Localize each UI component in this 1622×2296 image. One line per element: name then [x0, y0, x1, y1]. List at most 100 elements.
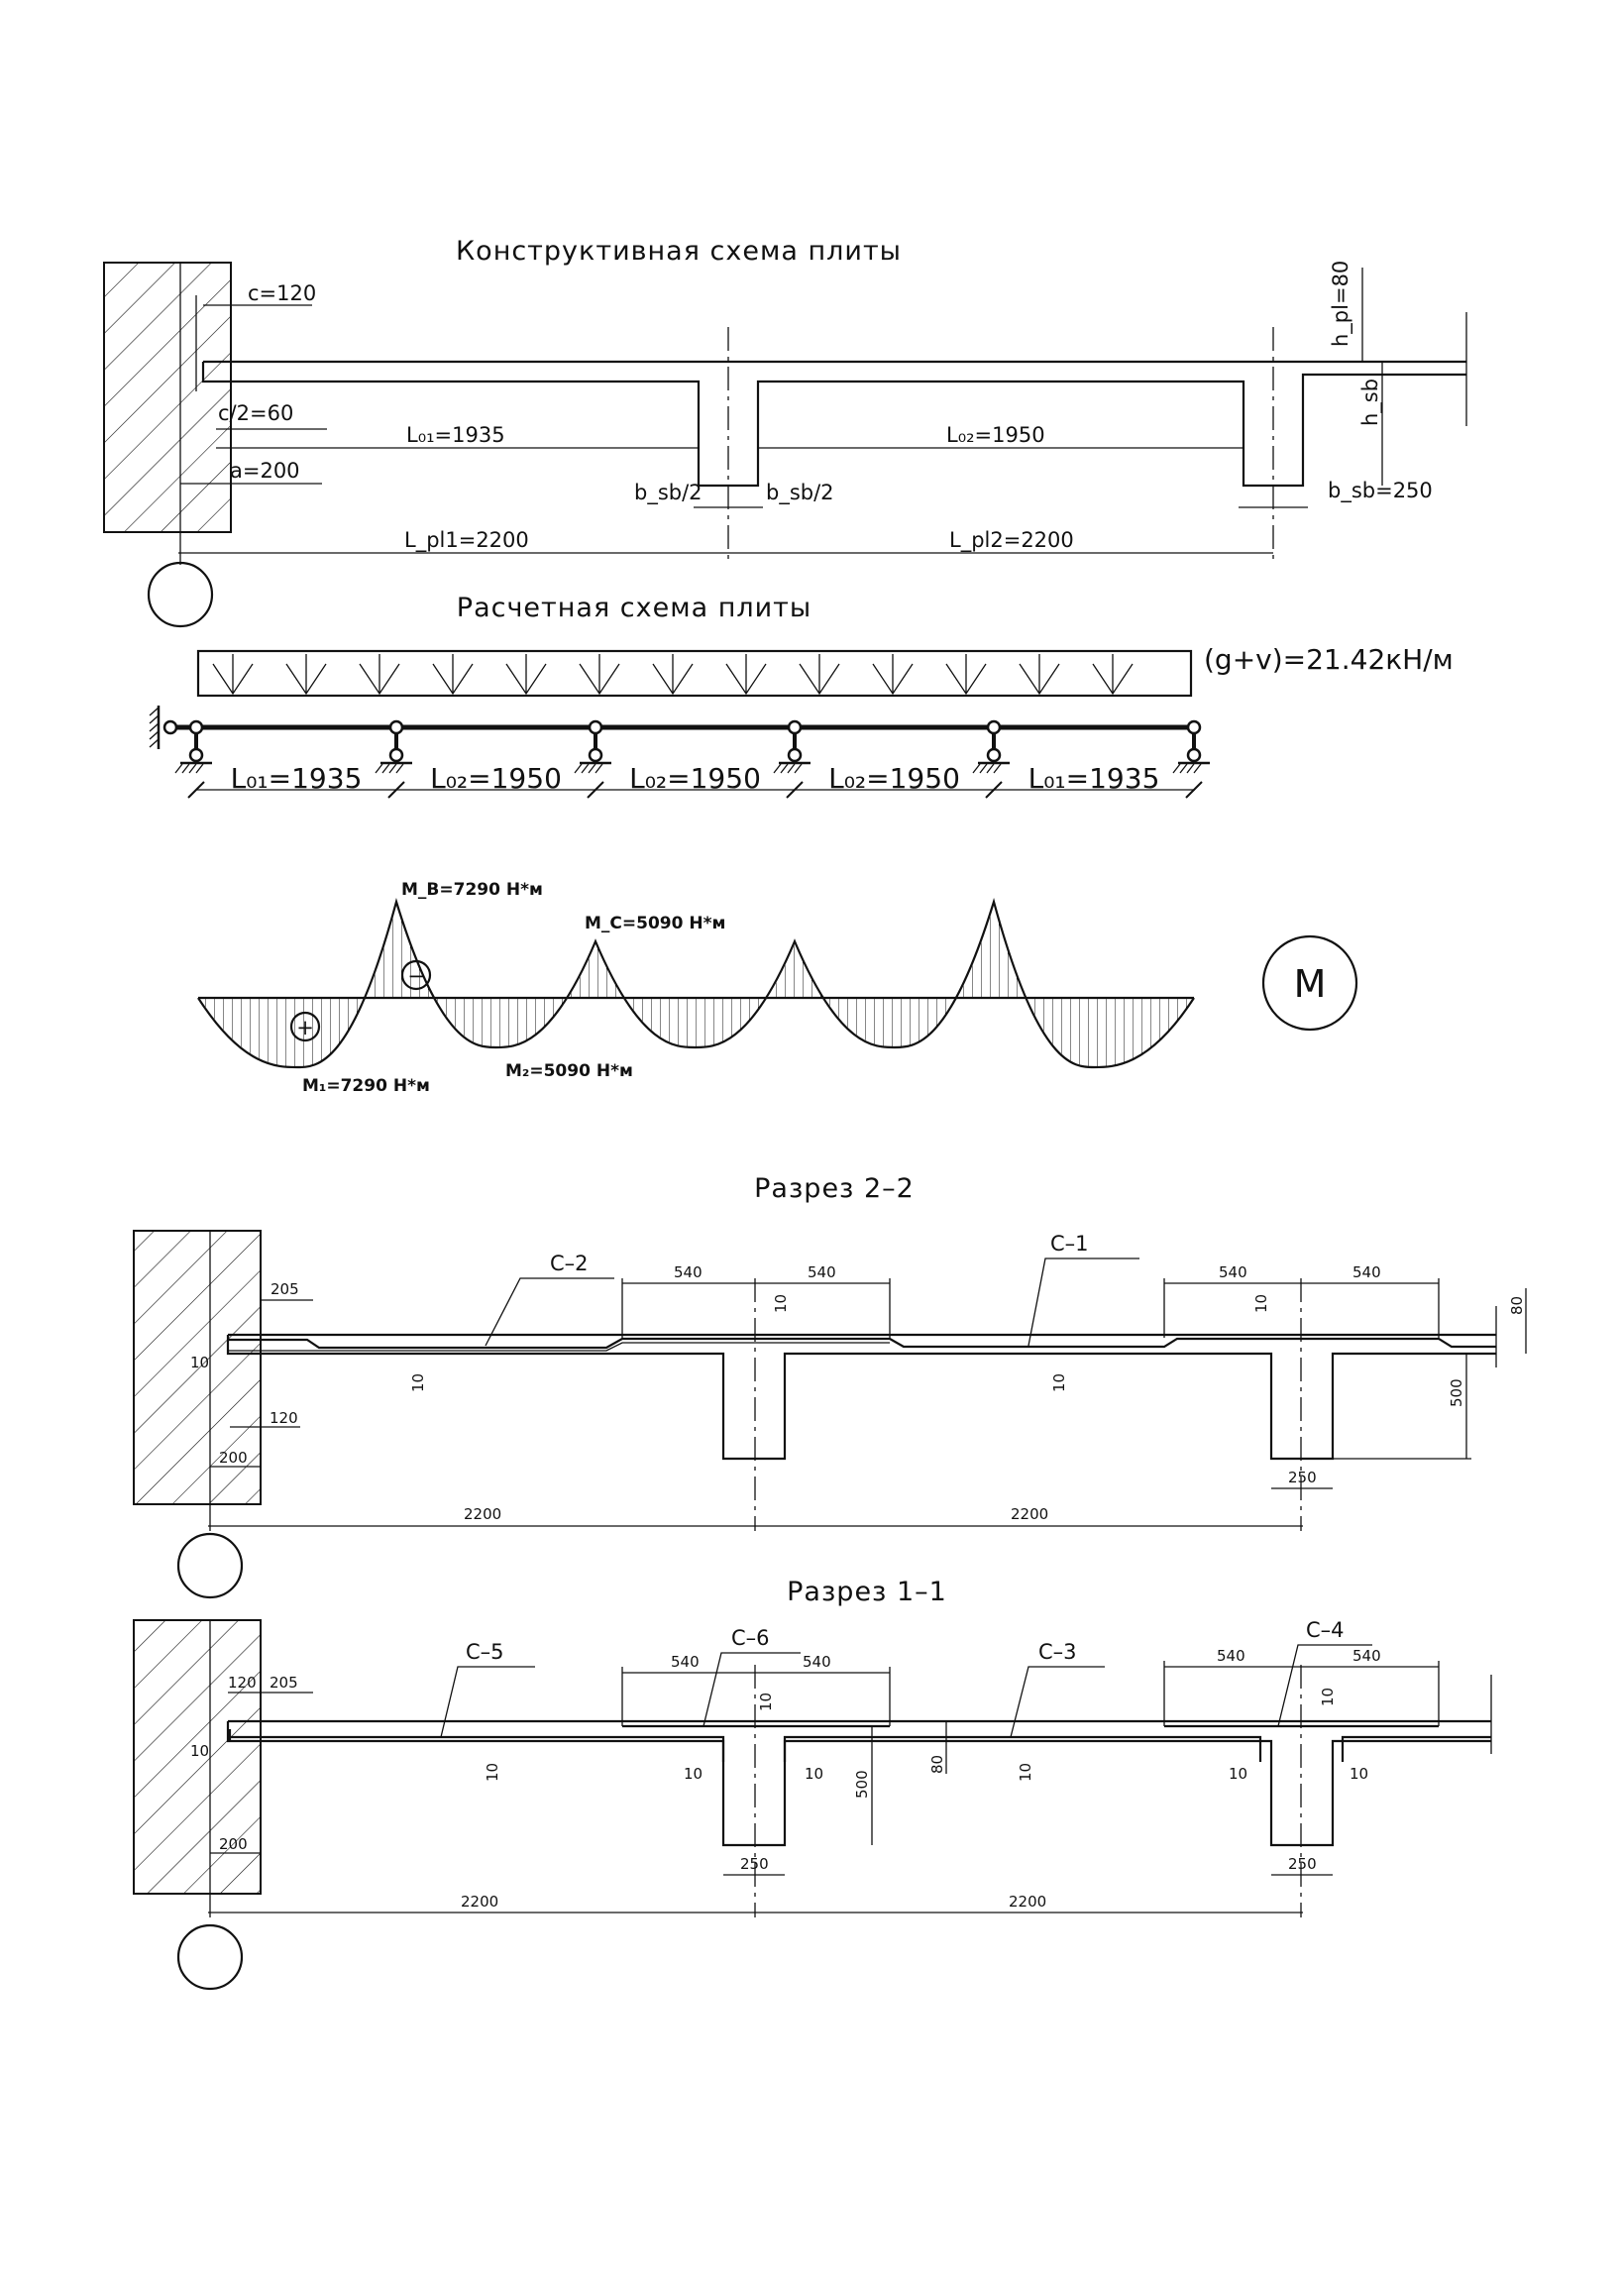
dim-80-label: 80: [928, 1755, 946, 1774]
support-hatch: [787, 763, 796, 774]
load-arrow: [945, 654, 987, 696]
dim-10-b-rib-left-label: 10: [684, 1765, 703, 1783]
load-arrow: [799, 654, 840, 696]
support-hatch: [395, 763, 404, 774]
left-fixed-hatch: [149, 722, 160, 732]
left-fixed-hatch: [149, 738, 160, 748]
axis-bubble-a: [147, 561, 214, 628]
minus-sign-circle: [400, 959, 432, 991]
dim-hsb-label: h_sb: [1358, 379, 1383, 426]
support-hinge-top: [588, 719, 603, 735]
dim-bsb-half-right-label: b_sb/2: [766, 481, 834, 505]
dim-lpl1-label: L_pl1=2200: [404, 528, 529, 553]
load-arrow: [212, 654, 254, 696]
section-1-1-rebar-lower: [228, 1729, 1491, 1762]
structural-scheme-title: Конструктивная схема плиты: [456, 236, 902, 267]
dim-a-label: a=200: [230, 459, 300, 483]
dim-120-label: 120: [270, 1409, 298, 1427]
support-hinge-top: [188, 719, 204, 735]
section-1-1-c4-label: C–4: [1306, 1618, 1345, 1642]
dim-10-b-label: 10: [757, 1693, 775, 1711]
span-dim-tick: [1185, 781, 1203, 799]
section-1-1-leader-c4: [1277, 1644, 1372, 1727]
span-dim-tick: [985, 781, 1003, 799]
moment-symbol-circle: [1261, 934, 1358, 1032]
support-hatch: [794, 763, 803, 774]
support-hinge-top: [986, 719, 1002, 735]
section-2-2-axis-bubble: [176, 1532, 244, 1599]
dim-10-b-rib-right-label: 10: [805, 1765, 823, 1783]
support-hatch: [1193, 763, 1202, 774]
moment-symbol: M: [1294, 962, 1327, 1006]
section-1-1-leader-c5: [440, 1666, 535, 1738]
dim-540-c-right-label: 540: [1352, 1647, 1381, 1665]
slab-outline: [201, 360, 1466, 488]
dim-120-label: 120: [228, 1674, 257, 1692]
support-hinge-bottom: [388, 747, 404, 763]
dim-200-label: 200: [219, 1449, 248, 1467]
dim-c-half-label: c/2=60: [218, 401, 293, 425]
load-arrow: [359, 654, 400, 696]
support-hatch: [780, 763, 789, 774]
minus-sign: −: [407, 964, 425, 988]
support-hatch: [195, 763, 204, 774]
section-2-2-c2-label: C–2: [550, 1252, 589, 1275]
dim-10-span2-label: 10: [1017, 1763, 1034, 1782]
dim-10-left-label: 10: [190, 1354, 209, 1371]
section-1-1: Разрез 1–1 C–5 C–6 C–3 C–4 120 205 10 20…: [133, 1577, 1492, 1991]
support-hatch: [979, 763, 988, 774]
section-2-2-rebar-mesh: [228, 1337, 1496, 1350]
support-hatch: [972, 763, 981, 774]
support-hatch: [993, 763, 1002, 774]
dim-10-span1-label: 10: [484, 1763, 501, 1782]
support-hatch: [181, 763, 190, 774]
support-hinge-bottom: [787, 747, 803, 763]
moment-m2-label: M₂=5090 H*м: [505, 1061, 633, 1081]
dim-bsb-label: b_sb=250: [1328, 479, 1433, 503]
dim-250-b-label: 250: [740, 1855, 769, 1873]
load-arrow: [579, 654, 620, 696]
left-fixed-hatch: [149, 730, 160, 740]
dim-10-span1-label: 10: [409, 1373, 427, 1392]
dim-540-b-left-label: 540: [674, 1263, 703, 1281]
left-fixed-hatch: [149, 714, 160, 724]
moment-mb-label: M_B=7290 H*м: [401, 880, 543, 900]
moment-m1-label: M₁=7290 H*м: [302, 1076, 430, 1096]
dim-540-c-right-label: 540: [1352, 1263, 1381, 1281]
section-1-1-c3-label: C–3: [1038, 1640, 1077, 1664]
section-2-2-c1-label: C–1: [1050, 1232, 1089, 1256]
support-hinge-bottom: [986, 747, 1002, 763]
section-1-1-leader-c3: [1010, 1666, 1105, 1738]
load-arrow: [1092, 654, 1134, 696]
support-hatch: [188, 763, 197, 774]
load-arrow: [505, 654, 547, 696]
moment-curve: [197, 898, 1195, 1069]
support-hinge-top: [787, 719, 803, 735]
dim-l02-label: L₀₂=1950: [946, 423, 1045, 447]
dim-200-label: 200: [219, 1835, 248, 1853]
moment-mc-label: M_C=5090 H*м: [585, 914, 725, 933]
section-1-1-leader-c6: [703, 1652, 801, 1727]
section-1-1-axis-bubble: [176, 1923, 244, 1991]
dim-540-b-right-label: 540: [803, 1653, 831, 1671]
dim-10-span2-label: 10: [1050, 1373, 1068, 1392]
dim-540-c-left-label: 540: [1219, 1263, 1247, 1281]
support-hinge-bottom: [588, 747, 603, 763]
section-2-2-title: Разрез 2–2: [754, 1173, 915, 1204]
dim-10-c-label: 10: [1319, 1688, 1337, 1706]
dim-250-c-label: 250: [1288, 1855, 1317, 1873]
support-hatch: [773, 763, 782, 774]
dim-500-label: 500: [1448, 1378, 1465, 1407]
calculation-scheme: Расчетная схема плиты (g+v)=21.42кН/м L₀…: [149, 593, 1454, 799]
dim-205-label: 205: [270, 1280, 299, 1298]
distributed-load-box: [196, 649, 1193, 698]
load-arrow: [1019, 654, 1060, 696]
dim-205-label: 205: [270, 1674, 298, 1692]
dim-500-label: 500: [853, 1770, 871, 1799]
dim-bsb-half-left-label: b_sb/2: [634, 481, 703, 505]
support-hatch: [381, 763, 390, 774]
dim-10-c-rib-left-label: 10: [1229, 1765, 1247, 1783]
support-hatch: [1172, 763, 1181, 774]
moment-diagram: M_B=7290 H*м M_C=5090 H*м M₁=7290 H*м M₂…: [197, 880, 1358, 1096]
